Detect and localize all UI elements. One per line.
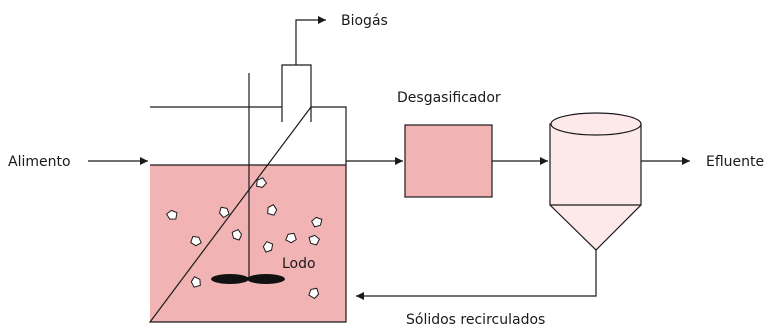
sludge-particle-icon <box>262 241 274 253</box>
sludge-particle-icon <box>190 276 201 288</box>
sludge-particle-icon <box>308 234 320 246</box>
reactor-tank <box>148 64 347 323</box>
biogas-arrow <box>295 16 326 65</box>
agitator-paddle-left <box>211 274 249 284</box>
sludge-particle-icon <box>308 287 320 299</box>
sludge-particle-icon <box>256 177 267 188</box>
recycle-arrow <box>356 250 597 300</box>
biogas-label: Biogás <box>341 13 388 29</box>
sludge-particle-icon <box>311 216 323 228</box>
sludge-particle-icon <box>285 232 297 244</box>
recycle-label: Sólidos recirculados <box>406 312 545 328</box>
sludge-particles <box>166 177 323 299</box>
degasser-label: Desgasificador <box>397 90 501 106</box>
degasser-box <box>404 124 493 198</box>
sludge-particle-icon <box>219 206 230 218</box>
reactor-wall <box>148 106 347 323</box>
clarifier <box>549 112 642 251</box>
clarifier-body <box>549 123 642 251</box>
agitator-paddle-right <box>247 274 285 284</box>
effluent-label: Efluente <box>706 154 764 170</box>
feed-label: Alimento <box>8 154 71 170</box>
sludge-particle-icon <box>166 209 178 220</box>
sludge-particle-icon <box>231 229 243 241</box>
sludge-particle-icon <box>190 236 202 247</box>
agitator <box>211 73 285 284</box>
sludge-particle-icon <box>267 204 278 216</box>
sludge-label: Lodo <box>282 256 316 272</box>
clarifier-top <box>550 112 642 136</box>
